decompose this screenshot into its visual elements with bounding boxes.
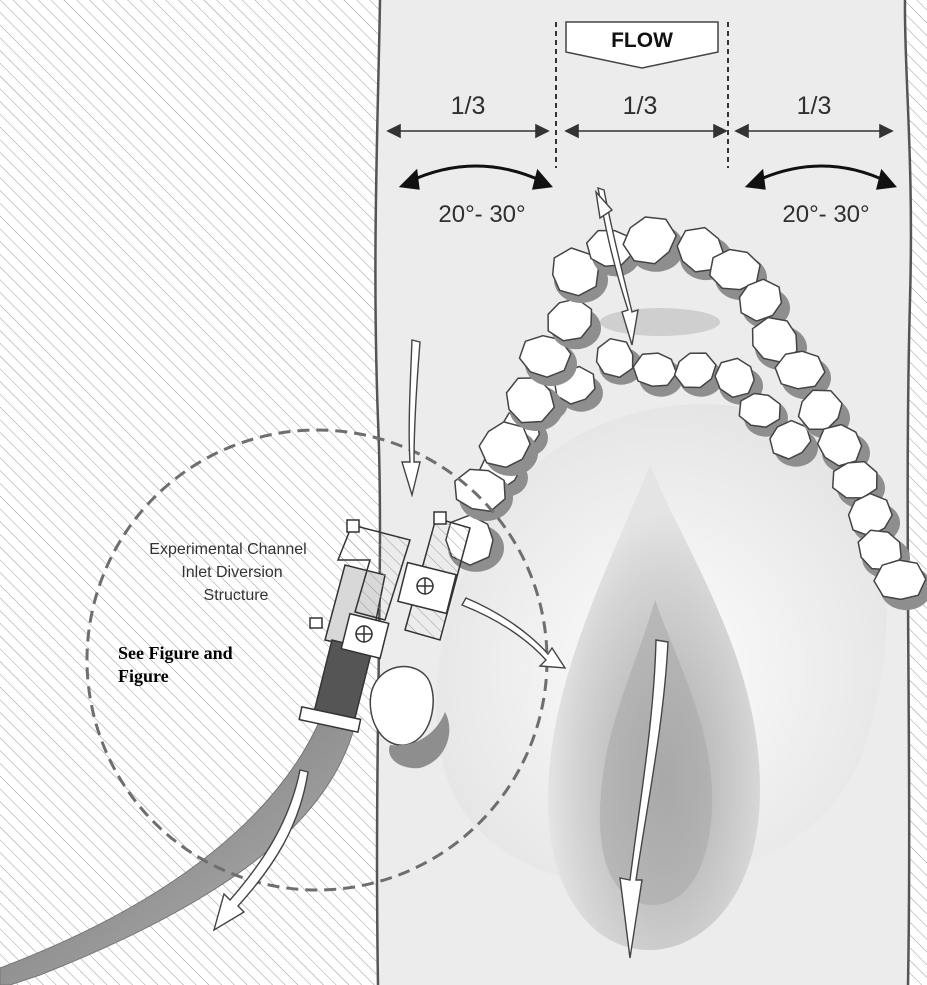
third-label-middle: 1/3 [623, 92, 658, 120]
rock [633, 353, 676, 386]
rock [775, 351, 825, 389]
third-label-left: 1/3 [451, 92, 486, 120]
callout-line-3: Structure [204, 587, 269, 604]
pool-shadow [600, 308, 720, 336]
rock [874, 560, 926, 599]
callout-line-1: Experimental Channel [149, 541, 306, 558]
flow-label: FLOW [611, 29, 673, 52]
structure-rock-lower [370, 667, 433, 746]
callout-line-2: Inlet Diversion [181, 564, 282, 581]
third-label-right: 1/3 [797, 92, 832, 120]
see-figure-line-1: See Figure and [118, 643, 233, 663]
angle-label-right: 20°- 30° [782, 201, 869, 228]
rock [597, 339, 633, 378]
angle-label-left: 20°- 30° [438, 201, 525, 228]
left-bank [0, 0, 380, 985]
see-figure-line-2: Figure [118, 666, 169, 686]
